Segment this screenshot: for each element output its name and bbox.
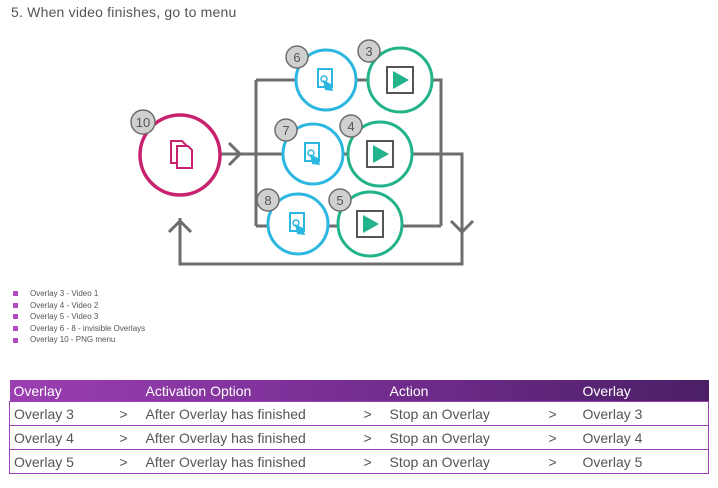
cell-arrow: > [115,449,142,474]
legend-item-label: Overlay 6 - 8 - invisible Overlays [30,323,146,333]
bullet-icon [13,302,18,308]
cell-arrow: > [359,401,386,426]
legend-item-label: Overlay 5 - Video 3 [30,312,99,322]
cell-arrow: > [359,449,386,474]
action-mapping-table: Overlay Activation Option Action Overlay… [9,380,709,474]
badge-touch-top-label: 6 [293,50,300,65]
badge-video-mid [339,114,363,138]
legend-item-label: Overlay 10 - PNG menu [30,335,116,345]
cell-activation: After Overlay has finished [141,401,360,426]
legend-list: Overlay 3 - Video 1 Overlay 4 - Video 2 … [13,288,145,346]
play-icon [373,145,389,163]
play-icon [393,71,409,89]
pages-icon [170,140,193,169]
video-node-top: 3 [357,39,434,114]
badge-video-mid-label: 4 [347,119,354,134]
badge-video-top [357,39,381,63]
legend-item-label: Overlay 3 - Video 1 [30,289,99,298]
badge-video-bot [328,188,352,212]
cell-overlay: Overlay 5 [9,449,116,474]
badge-touch-bot [256,188,280,212]
header-sep [116,380,142,402]
badge-video-bot-label: 5 [336,193,343,208]
cell-arrow: > [359,425,386,450]
header-overlay: Overlay [13,382,62,399]
cell-arrow: > [115,401,142,426]
cell-arrow: > [115,425,142,450]
cell-action: Stop an Overlay [385,449,545,474]
legend-item: Overlay 4 - Video 2 [13,300,145,312]
cell-overlay: Overlay 4 [9,425,116,450]
touch-node-bot: 8 [256,188,330,256]
badge-menu-label: 10 [136,115,150,130]
cell-target: Overlay 5 [578,449,709,474]
legend-item-label: Overlay 4 - Video 2 [30,300,99,310]
badge-touch-mid [274,118,298,142]
flow-diagram: 10 6 3 7 4 [130,39,475,266]
video-node-mid: 4 [339,114,414,188]
legend-item: Overlay 10 - PNG menu [13,334,145,346]
arrow-down [449,219,475,235]
touch-circle-mid [281,122,345,186]
cell-activation: After Overlay has finished [141,425,360,450]
arrow-up [167,218,193,234]
bullet-icon [13,337,18,343]
legend-item: Overlay 5 - Video 3 [13,311,145,323]
video-node-bot: 5 [328,188,404,258]
table-row: Overlay 3 > After Overlay has finished >… [9,401,709,426]
cell-target: Overlay 4 [578,425,709,450]
bullet-icon [13,314,18,320]
header-target-overlay: Overlay [582,382,631,399]
badge-touch-bot-label: 8 [264,193,271,208]
touch-node-top: 6 [285,45,358,112]
cell-arrow: > [544,425,579,450]
legend-item: Overlay 3 - Video 1 [13,288,145,300]
badge-touch-top [285,45,309,69]
cell-action: Stop an Overlay [385,401,545,426]
bullet-icon [13,291,18,297]
bullet-icon [13,326,18,332]
cell-arrow: > [544,401,579,426]
arrow-right [227,141,243,167]
legend-item: Overlay 6 - 8 - invisible Overlays [13,323,145,335]
menu-node: 10 [130,109,222,197]
cell-target: Overlay 3 [578,401,709,426]
tap-gesture-icon [304,142,320,165]
cell-action: Stop an Overlay [385,425,545,450]
table-header-row: Overlay Activation Option Action Overlay [9,380,709,402]
tap-gesture-icon [317,68,333,91]
page-heading: 5. When video finishes, go to menu [11,4,237,20]
badge-menu [130,109,156,135]
table-row: Overlay 4 > After Overlay has finished >… [9,425,709,450]
table-row: Overlay 5 > After Overlay has finished >… [9,449,709,474]
badge-video-top-label: 3 [365,44,372,59]
header-activation-option: Activation Option [145,382,252,399]
badge-touch-mid-label: 7 [282,123,289,138]
touch-circle-top [294,48,358,112]
touch-circle-bot [266,192,330,256]
cell-overlay: Overlay 3 [9,401,116,426]
header-sep [545,380,579,402]
cell-arrow: > [544,449,579,474]
play-icon [363,215,379,233]
tap-gesture-icon [289,212,305,235]
header-sep [360,380,386,402]
touch-node-mid: 7 [274,118,345,186]
header-action: Action [389,382,429,399]
cell-activation: After Overlay has finished [141,449,360,474]
